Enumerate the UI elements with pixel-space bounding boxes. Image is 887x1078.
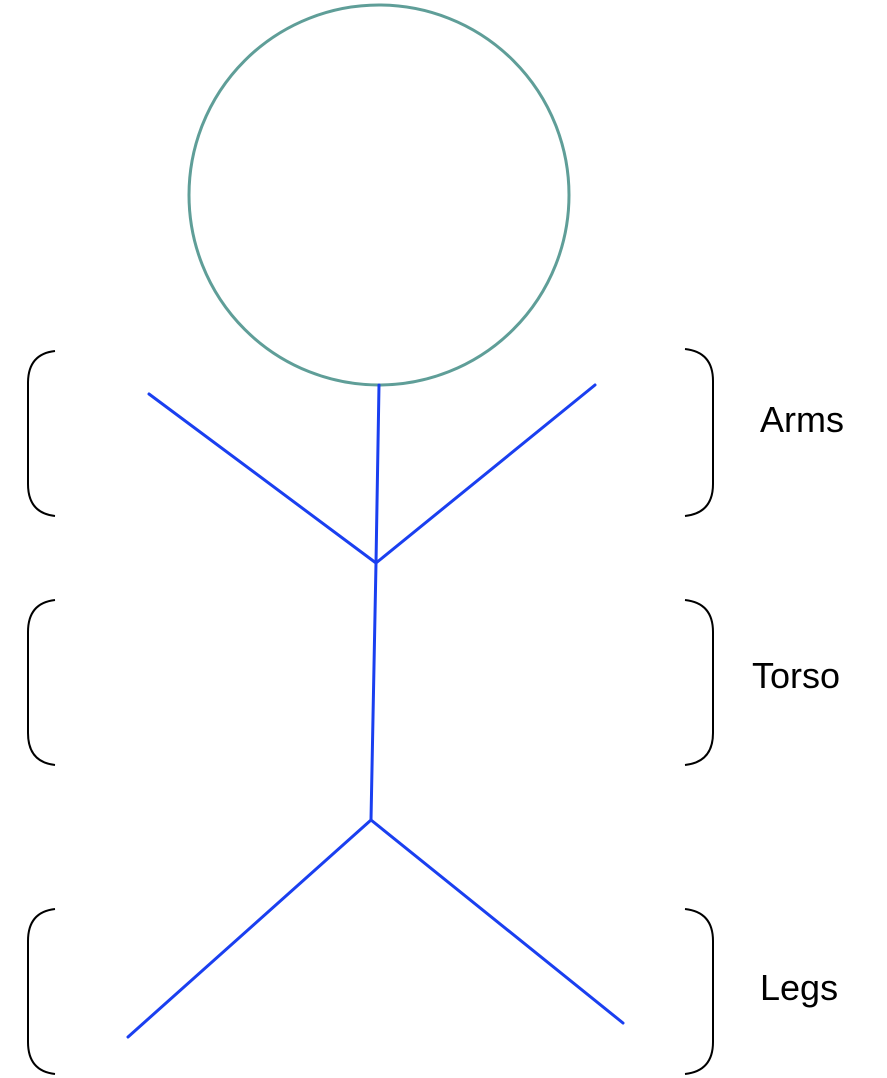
torso-line: [369, 561, 378, 822]
right-leg-line: [369, 818, 625, 1025]
torso-left-bracket: [27, 599, 56, 766]
neck-torso-line: [374, 383, 381, 565]
legs-label: Legs: [760, 967, 838, 1008]
torso-label: Torso: [752, 655, 840, 696]
left-arm-line: [147, 392, 378, 565]
stick-body: [126, 383, 625, 1039]
legs-right-bracket: [684, 908, 714, 1075]
legs-left-bracket: [27, 908, 56, 1075]
arms-label: Arms: [760, 399, 844, 440]
arms-left-bracket: [27, 350, 56, 517]
right-arm-line: [374, 383, 597, 565]
brackets: [27, 348, 714, 1075]
left-leg-line: [126, 818, 373, 1039]
head-circle: [187, 3, 571, 387]
torso-right-bracket: [684, 599, 714, 766]
arms-right-bracket: [684, 348, 714, 517]
